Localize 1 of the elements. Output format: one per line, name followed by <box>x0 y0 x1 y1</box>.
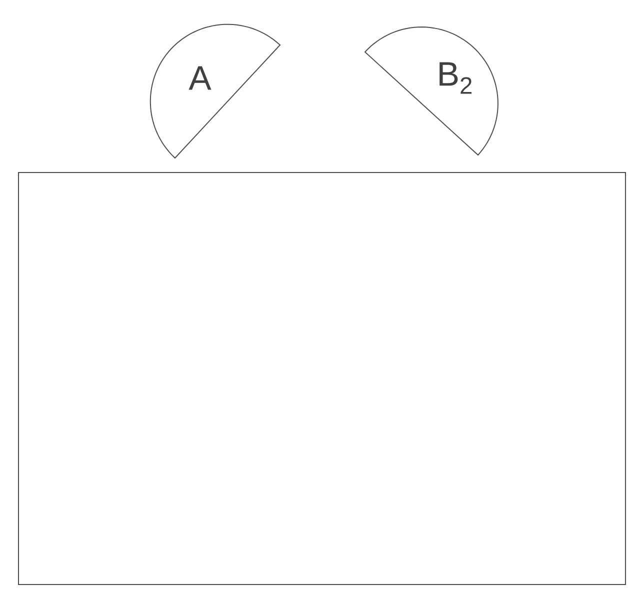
rectangle <box>18 172 626 585</box>
